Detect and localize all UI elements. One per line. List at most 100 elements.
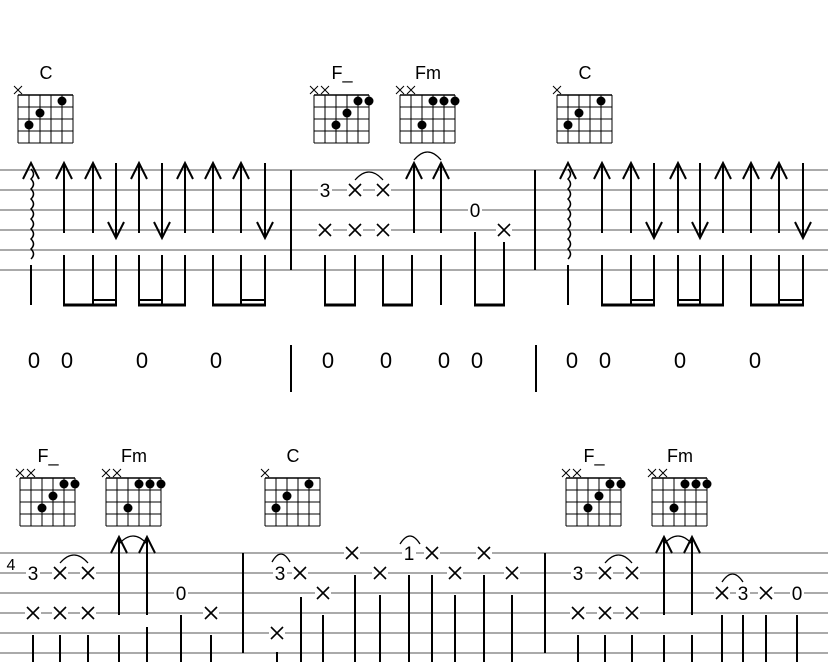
slur-arc	[663, 535, 693, 545]
fret-number: 3	[28, 564, 39, 585]
arrow-head-icon	[683, 534, 701, 554]
rhythm-count: 0	[322, 348, 334, 373]
muted-string-icon	[13, 85, 23, 95]
finger-dot	[37, 503, 47, 513]
note-bg	[468, 200, 482, 220]
muted-string-icon	[658, 468, 668, 478]
dead-note-icon	[270, 626, 284, 640]
arrow-head-icon	[714, 160, 732, 180]
dead-note-icon	[497, 223, 511, 237]
chord-name: C	[287, 446, 300, 466]
chord-diagram-fm: Fm	[101, 446, 166, 527]
arrow-head-icon	[655, 534, 673, 554]
dead-note-icon	[293, 566, 307, 580]
dead-note-icon	[598, 566, 612, 580]
arrow-head-icon	[22, 160, 40, 180]
dead-note-icon	[625, 566, 639, 580]
arrow-head-icon	[138, 534, 156, 554]
arpeggio-wavy-line	[566, 168, 572, 260]
rhythm-count: 0	[599, 348, 611, 373]
arrow-head-icon	[176, 160, 194, 180]
muted-string-icon	[561, 468, 571, 478]
finger-dot	[702, 479, 712, 489]
muted-string-icon	[395, 85, 405, 95]
finger-dot	[24, 120, 34, 130]
finger-dot	[59, 479, 69, 489]
muted-string-icon	[320, 85, 330, 95]
arrow-head-icon	[742, 160, 760, 180]
chord-diagram-f-underscore: F_	[309, 63, 374, 144]
note-bg	[273, 563, 287, 583]
arrow-head-icon	[669, 160, 687, 180]
finger-dot	[428, 96, 438, 106]
finger-dot	[156, 479, 166, 489]
chord-diagram-c: C	[260, 446, 321, 527]
dead-note-icon	[81, 566, 95, 580]
finger-dot	[605, 479, 615, 489]
finger-dot	[282, 491, 292, 501]
muted-string-icon	[552, 85, 562, 95]
dead-note-icon	[348, 223, 362, 237]
arrow-head-icon	[432, 160, 450, 180]
dead-note-icon	[448, 566, 462, 580]
arrow-head-icon	[691, 221, 709, 241]
slur-arc	[413, 151, 442, 161]
dead-note-icon	[373, 566, 387, 580]
fret-number: 0	[470, 201, 481, 222]
muted-string-icon	[309, 85, 319, 95]
arrow-head-icon	[622, 160, 640, 180]
muted-string-icon	[26, 468, 36, 478]
dead-note-icon	[81, 606, 95, 620]
slur-arc	[271, 553, 291, 563]
slur-arc	[354, 171, 384, 181]
arrow-head-icon	[559, 160, 577, 180]
chord-diagram-f-underscore: F_	[15, 446, 80, 527]
note-bg	[318, 180, 332, 200]
finger-dot	[304, 479, 314, 489]
finger-dot	[364, 96, 374, 106]
dead-note-icon	[505, 566, 519, 580]
note-bg	[402, 543, 416, 563]
dead-note-icon	[318, 223, 332, 237]
chord-diagram-fm: Fm	[647, 446, 712, 527]
fret-number: 0	[792, 584, 803, 605]
finger-dot	[271, 503, 281, 513]
dead-note-icon	[204, 606, 218, 620]
dead-note-icon	[26, 606, 40, 620]
dead-note-icon	[477, 546, 491, 560]
arrow-head-icon	[130, 160, 148, 180]
finger-dot	[35, 108, 45, 118]
rhythm-count: 0	[749, 348, 761, 373]
finger-dot	[57, 96, 67, 106]
slur-arc	[59, 554, 89, 564]
muted-string-icon	[15, 468, 25, 478]
dead-note-icon	[316, 586, 330, 600]
rhythm-count: 0	[380, 348, 392, 373]
finger-dot	[596, 96, 606, 106]
chord-diagram-c: C	[552, 63, 613, 144]
finger-dot	[353, 96, 363, 106]
finger-dot	[680, 479, 690, 489]
chord-diagram-fm: Fm	[395, 63, 460, 144]
fret-number: 3	[320, 181, 331, 202]
muted-string-icon	[101, 468, 111, 478]
finger-dot	[616, 479, 626, 489]
chord-name: C	[579, 63, 592, 83]
muted-string-icon	[647, 468, 657, 478]
arrow-head-icon	[232, 160, 250, 180]
finger-dot	[342, 108, 352, 118]
arrow-head-icon	[256, 221, 274, 241]
arrow-head-icon	[84, 160, 102, 180]
dead-note-icon	[715, 586, 729, 600]
arrow-head-icon	[770, 160, 788, 180]
rhythm-count: 0	[438, 348, 450, 373]
chord-name: F_	[37, 446, 59, 467]
note-bg	[571, 563, 585, 583]
chord-name: Fm	[667, 446, 693, 466]
time-signature: 4	[7, 557, 16, 574]
dead-note-icon	[571, 606, 585, 620]
slur-arc	[399, 535, 421, 545]
rhythm-count: 0	[566, 348, 578, 373]
slur-arc	[604, 554, 633, 564]
